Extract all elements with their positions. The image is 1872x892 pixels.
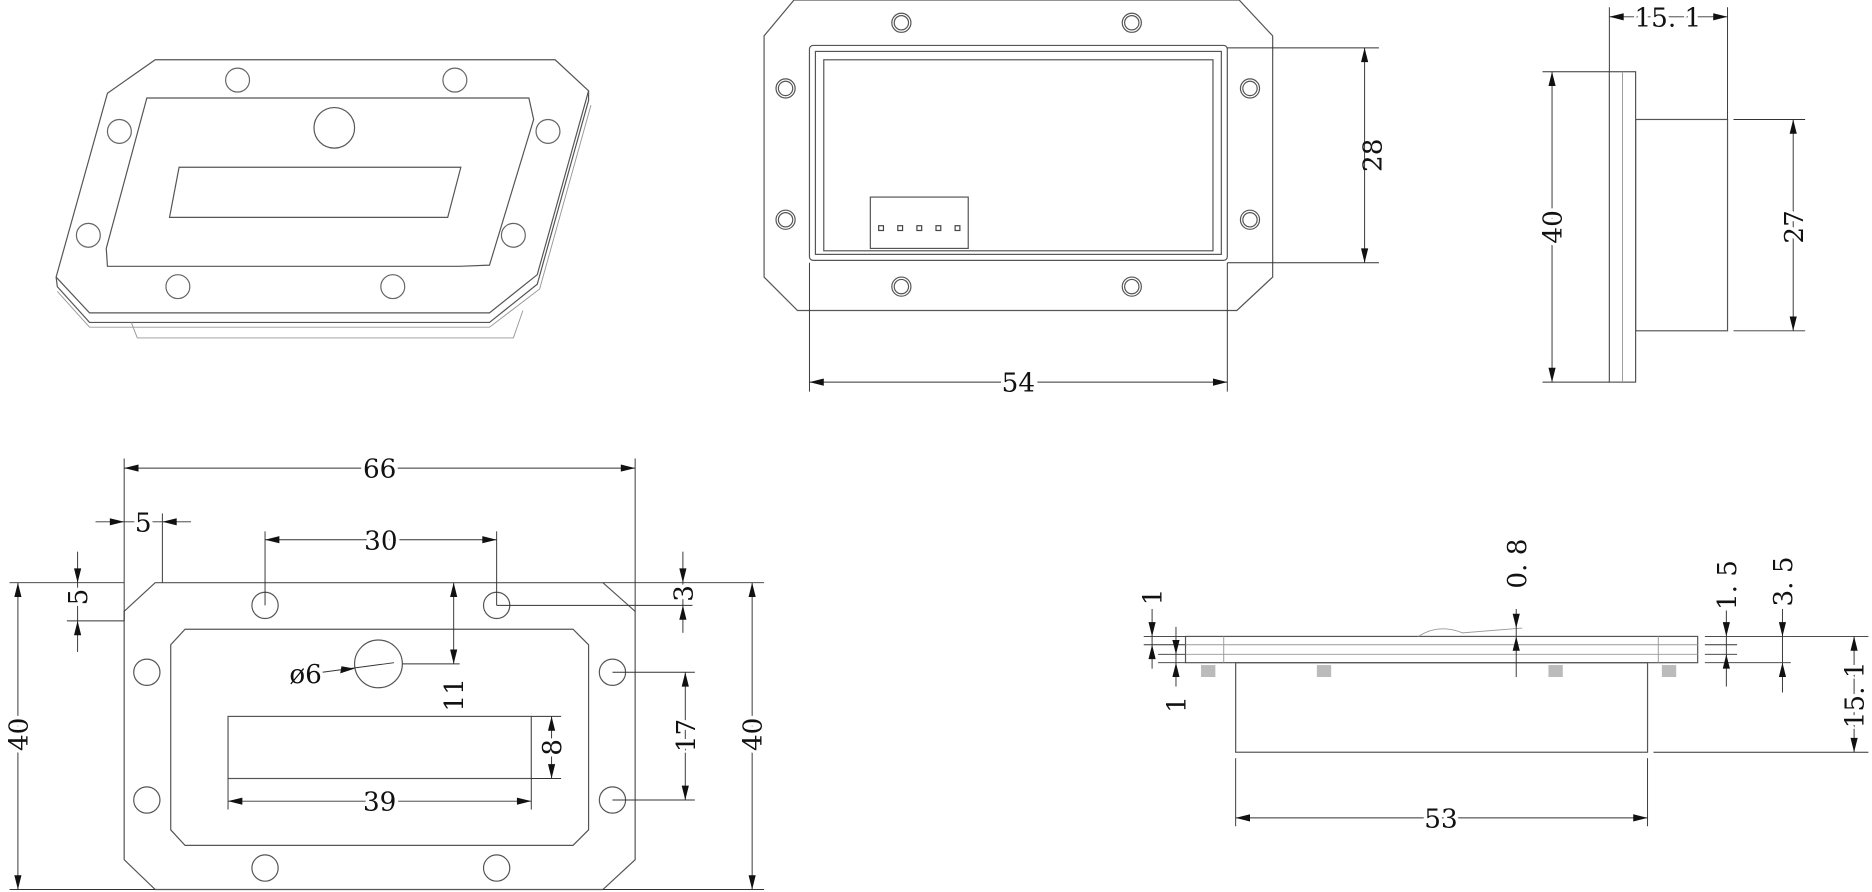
dim-1-bottom: 1 [1163,696,1193,713]
dim-40-right: 40 [739,718,769,751]
edge-view: 53 0. 8 1 1 1. 5 3. 5 15. 1 [1135,535,1872,838]
dim-1-5: 1. 5 [1713,560,1743,610]
dim-66: 66 [363,455,396,485]
dim-5-y: 5 [64,589,94,606]
dim-3-5: 3. 5 [1769,556,1799,606]
dim-8: 8 [538,739,568,756]
dim-3: 3 [669,585,699,602]
dim-27: 27 [1780,210,1810,243]
connector [869,196,969,250]
front-view: 28 54 [763,0,1388,402]
dim-28: 28 [1358,139,1388,172]
top-view-dimensions: 66 5 30 5 3 40 40 11 17 8 39 ø6 [1,451,772,891]
isometric-view [55,59,592,339]
side-view: 15. 1 40 27 [1535,0,1813,383]
dim-40-side: 40 [1539,210,1569,243]
dim-diameter-6: ø6 [289,660,322,690]
dim-5-x: 5 [135,508,152,538]
dim-17: 17 [672,719,702,752]
dim-15-1-side: 15. 1 [1634,3,1701,33]
dim-11: 11 [440,678,470,711]
dim-39: 39 [363,788,396,818]
dim-40-left: 40 [4,718,34,751]
dim-53: 53 [1424,804,1457,834]
dim-0-8: 0. 8 [1503,539,1533,589]
dim-30: 30 [364,526,397,556]
dim-1-top: 1 [1139,589,1169,606]
dim-15-1-edge: 15. 1 [1841,662,1871,729]
dim-54: 54 [1002,369,1035,399]
